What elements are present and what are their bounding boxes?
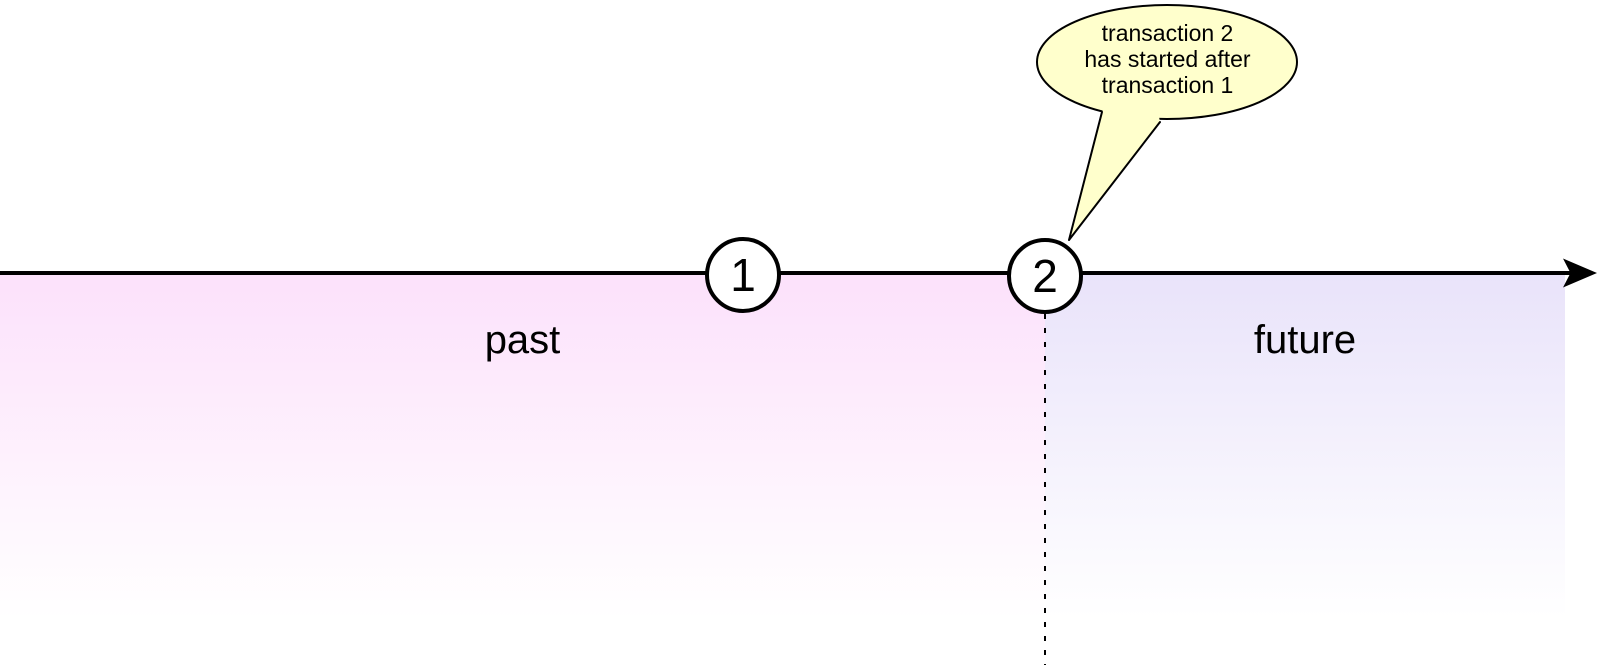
callout-tail-outline (1068, 111, 1161, 241)
event-marker-2: 2 (1007, 238, 1083, 314)
past-label: past (484, 318, 561, 362)
callout-text: transaction 2 has started after transact… (1084, 20, 1251, 98)
future-label: future (1253, 318, 1357, 362)
event-1-number: 1 (730, 249, 756, 301)
event-marker-1: 1 (705, 237, 781, 313)
past-region (0, 275, 1045, 665)
callout-bubble (1036, 4, 1298, 120)
future-region (1045, 275, 1565, 665)
event-2-number: 2 (1032, 250, 1058, 302)
arrowhead-icon (1563, 258, 1597, 288)
callout-tail (1069, 70, 1160, 240)
